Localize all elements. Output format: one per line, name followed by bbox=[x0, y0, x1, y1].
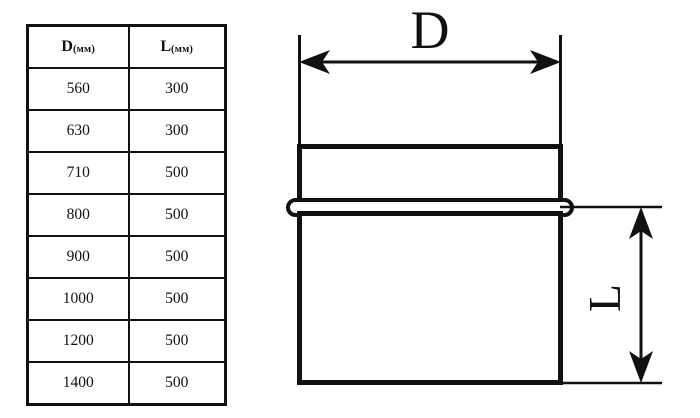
table-row: 1200 500 bbox=[26, 319, 227, 363]
pipe-collar bbox=[297, 144, 563, 205]
cell-diameter: 630 bbox=[26, 109, 130, 153]
cell-length: 500 bbox=[127, 319, 227, 363]
arrowhead-right-icon bbox=[530, 50, 561, 74]
pipe-drawing-svg: D L bbox=[286, 0, 662, 385]
arrowhead-down-icon bbox=[629, 351, 653, 383]
column-header-diameter: D(мм) bbox=[26, 24, 130, 69]
arrowhead-up-icon bbox=[629, 207, 653, 239]
cell-length: 500 bbox=[127, 235, 227, 279]
label-diameter: D bbox=[411, 0, 450, 60]
column-header-length-symbol: L bbox=[160, 38, 172, 55]
cell-length: 500 bbox=[127, 151, 227, 195]
table-row: 630 300 bbox=[26, 109, 227, 153]
cell-length: 300 bbox=[127, 67, 227, 111]
arrowhead-left-icon bbox=[299, 50, 330, 74]
table-row: 710 500 bbox=[26, 151, 227, 195]
table-row: 560 300 bbox=[26, 67, 227, 111]
cell-diameter: 710 bbox=[26, 151, 130, 195]
table-row: 900 500 bbox=[26, 235, 227, 279]
technical-drawing: D L bbox=[250, 0, 700, 418]
cell-diameter: 800 bbox=[26, 193, 130, 237]
dimension-table-container: D(мм) L(мм) 560 300 630 300 710 500 800 … bbox=[26, 24, 227, 406]
table-row: 800 500 bbox=[26, 193, 227, 237]
cell-length: 500 bbox=[127, 361, 227, 406]
cell-diameter: 1000 bbox=[26, 277, 130, 321]
table-header-row: D(мм) L(мм) bbox=[26, 24, 227, 69]
cell-length: 300 bbox=[127, 109, 227, 153]
cell-diameter: 900 bbox=[26, 235, 130, 279]
column-header-diameter-unit: (мм) bbox=[72, 44, 96, 55]
column-header-diameter-symbol: D bbox=[61, 38, 73, 55]
column-header-length-unit: (мм) bbox=[171, 44, 194, 55]
table-row: 1000 500 bbox=[26, 277, 227, 321]
label-length: L bbox=[579, 284, 630, 312]
pipe-body bbox=[297, 211, 563, 385]
cell-diameter: 560 bbox=[26, 67, 130, 111]
column-header-length: L(мм) bbox=[127, 24, 227, 69]
table-row: 1400 500 bbox=[26, 361, 227, 406]
cell-diameter: 1200 bbox=[26, 319, 130, 363]
cell-length: 500 bbox=[127, 193, 227, 237]
dimension-table: D(мм) L(мм) 560 300 630 300 710 500 800 … bbox=[26, 24, 227, 406]
cell-diameter: 1400 bbox=[26, 361, 130, 406]
cell-length: 500 bbox=[127, 277, 227, 321]
